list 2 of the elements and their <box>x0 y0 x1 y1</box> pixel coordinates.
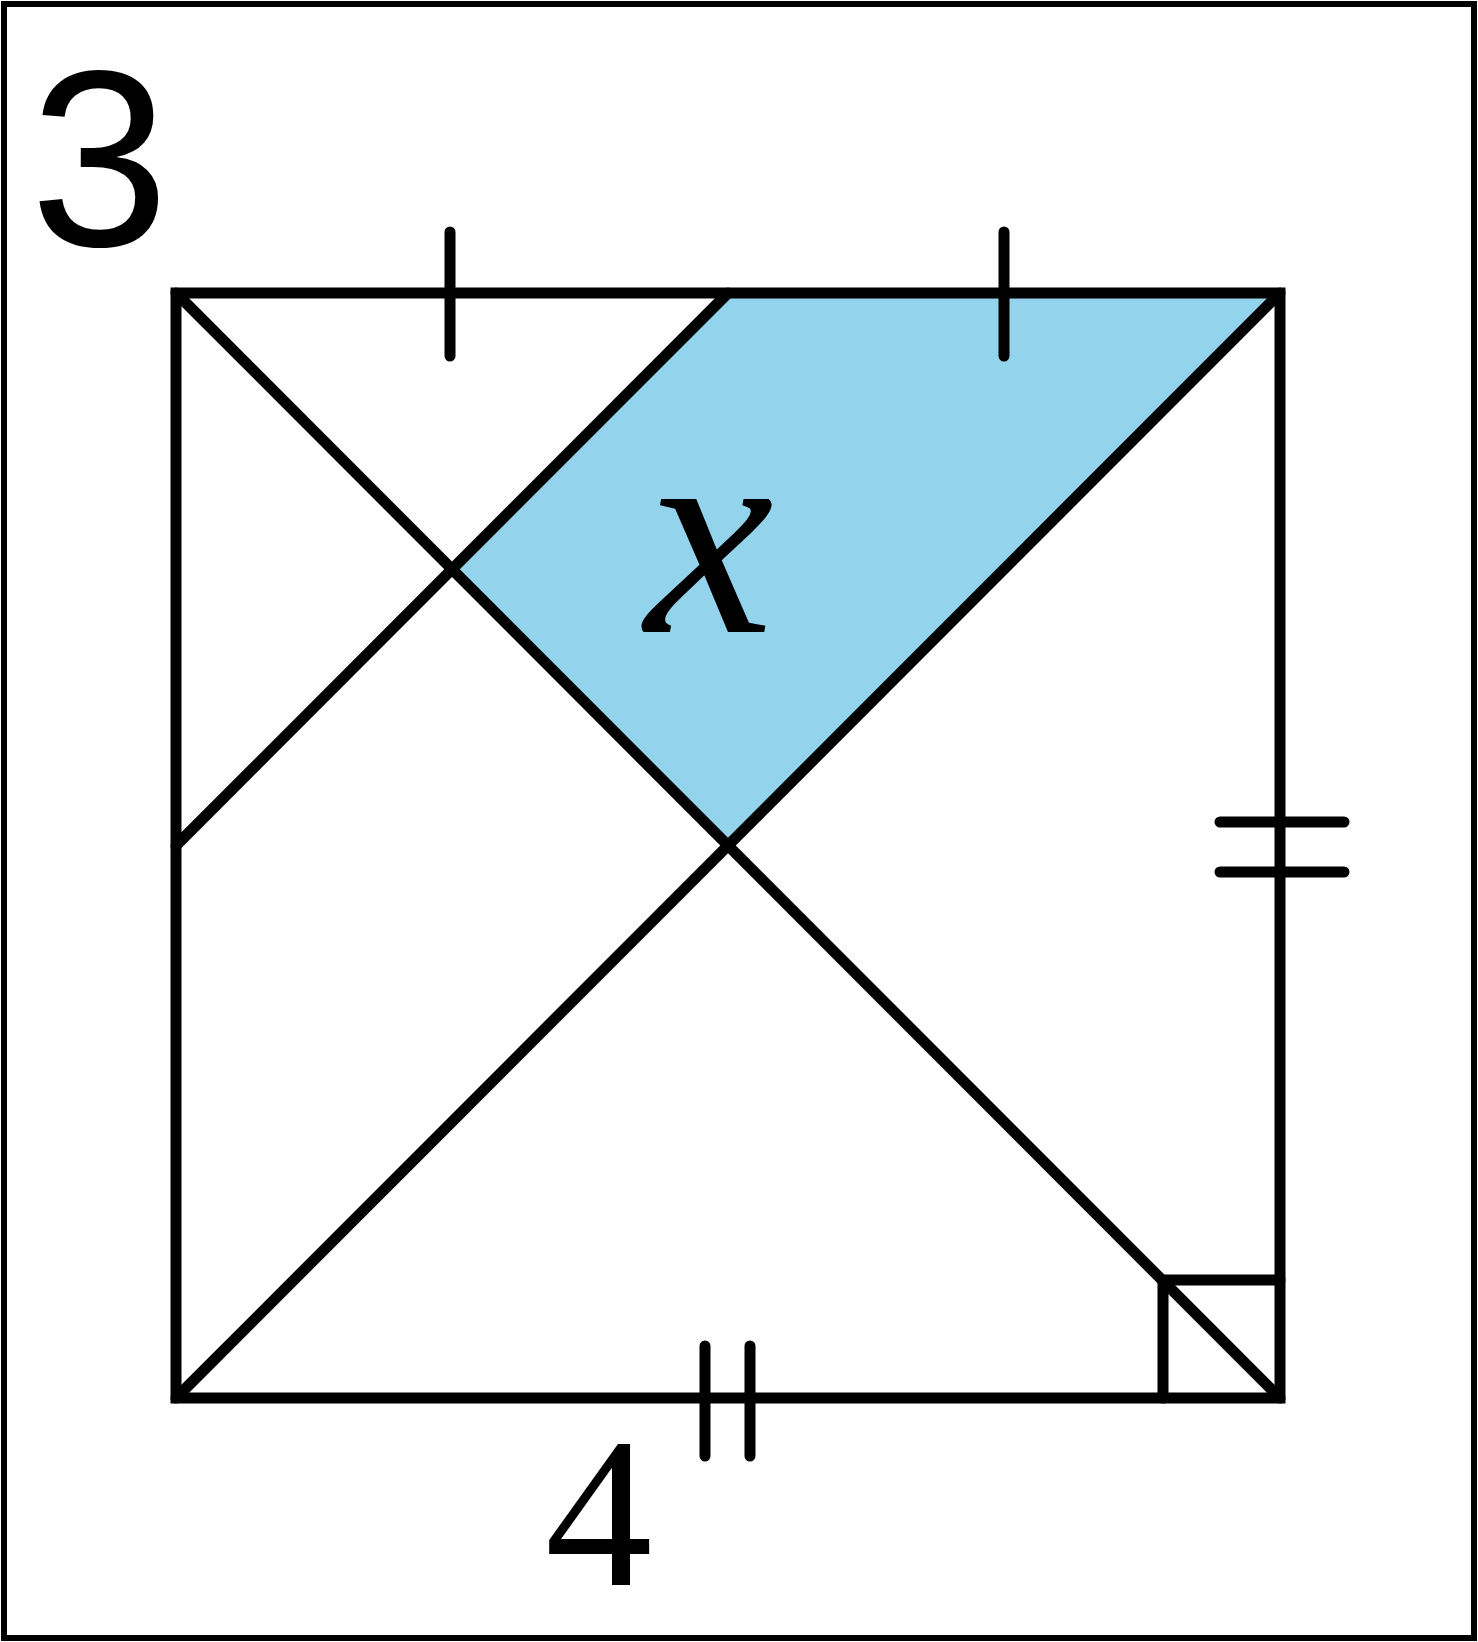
figure-number: 3 <box>30 35 170 285</box>
side-length-label: 4 <box>545 1405 653 1620</box>
